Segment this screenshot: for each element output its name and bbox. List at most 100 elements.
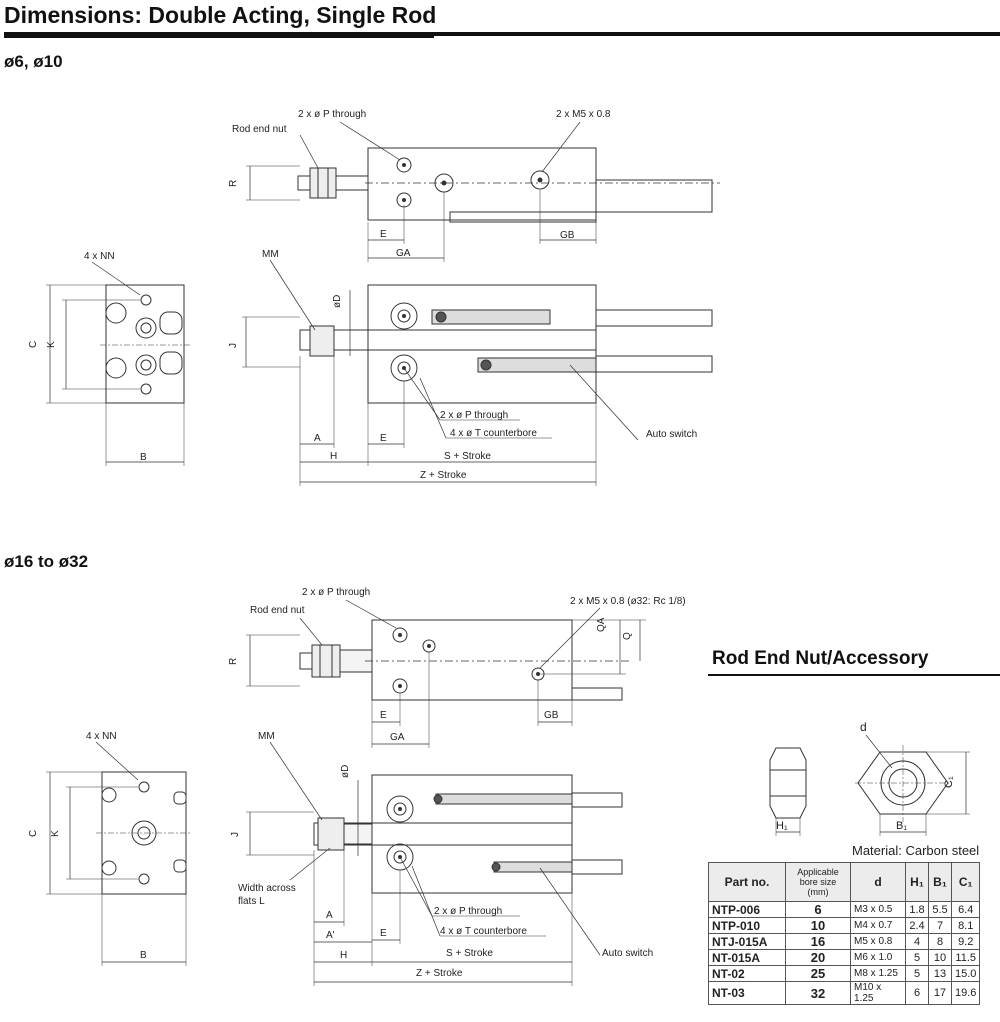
d1-top-p-through-label: 2 x ø P through	[298, 109, 366, 120]
cell-c1: 9.2	[950, 933, 981, 950]
d2-front-t-counterbore-label: 4 x ø T counterbore	[440, 926, 527, 937]
d2-top-qa-label: QA	[596, 617, 607, 632]
d1-front-p-through-label: 2 x ø P through	[440, 410, 508, 421]
d1-front-z-stroke-label: Z + Stroke	[420, 470, 467, 481]
table-row: NTP-010 10 M4 x 0.7 2.4 7 8.1	[708, 917, 981, 934]
d2-front-j-label: J	[230, 832, 241, 837]
cell-h1: 4	[905, 933, 929, 950]
cell-c1: 6.4	[950, 901, 981, 918]
nut-h1-label: H₁	[776, 820, 788, 832]
col-bore: Applicable bore size (mm)	[785, 862, 851, 902]
cell-d: M4 x 0.7	[850, 917, 906, 934]
d2-side-b-label: B	[140, 950, 147, 961]
d1-top-e-label: E	[380, 229, 387, 240]
d1-side-nn-label: 4 x NN	[84, 251, 115, 262]
d2-front-mm-label: MM	[258, 731, 275, 742]
d2-front-h-label: H	[340, 950, 347, 961]
d2-top-ga-label: GA	[390, 732, 405, 743]
table-row: NT-015A 20 M6 x 1.0 5 10 11.5	[708, 949, 981, 966]
cell-b1: 17	[928, 981, 952, 1005]
col-part-no: Part no.	[708, 862, 786, 902]
cell-c1: 11.5	[950, 949, 981, 966]
d1-front-j-label: J	[228, 343, 239, 348]
cell-bore: 25	[785, 965, 851, 982]
cell-part: NTP-010	[708, 917, 786, 934]
table-row: NTP-006 6 M3 x 0.5 1.8 5.5 6.4	[708, 901, 981, 918]
col-b1: B₁	[928, 862, 952, 902]
d2-top-r-label: R	[228, 658, 239, 665]
table-header-row: Part no. Applicable bore size (mm) d H₁ …	[708, 862, 981, 902]
d2-front-width-across-label: Width across	[238, 883, 296, 894]
d2-front-d-label: øD	[340, 765, 351, 778]
cell-b1: 7	[928, 917, 952, 934]
d2-front-e-label: E	[380, 928, 387, 939]
cell-d: M3 x 0.5	[850, 901, 906, 918]
d2-top-p-through-label: 2 x ø P through	[302, 587, 370, 598]
d1-side-k-label: K	[46, 341, 57, 348]
col-c1: C₁	[950, 862, 981, 902]
cell-d: M10 x 1.25	[850, 981, 906, 1005]
cell-d: M8 x 1.25	[850, 965, 906, 982]
drawing2-front-view	[246, 741, 623, 986]
d2-top-gb-label: GB	[544, 710, 559, 721]
cell-b1: 5.5	[928, 901, 952, 918]
cell-bore: 6	[785, 901, 851, 918]
section-title-16-32: ø16 to ø32	[4, 552, 89, 571]
d2-top-q-label: Q	[622, 632, 633, 640]
d2-side-nn-label: 4 x NN	[86, 731, 117, 742]
cell-b1: 13	[928, 965, 952, 982]
accessory-title-underline	[708, 674, 1000, 676]
d1-front-t-counterbore-label: 4 x ø T counterbore	[450, 428, 537, 439]
d1-front-a-label: A	[314, 433, 321, 444]
cell-h1: 5	[905, 965, 929, 982]
cell-part: NTJ-015A	[708, 933, 786, 950]
d1-top-r-label: R	[228, 180, 239, 187]
d2-side-k-label: K	[50, 830, 61, 837]
cell-c1: 19.6	[950, 981, 981, 1005]
material-note: Material: Carbon steel	[852, 843, 980, 858]
nut-d-label: d	[860, 720, 867, 734]
d2-top-m5-label: 2 x M5 x 0.8 (ø32: Rc 1/8)	[570, 596, 686, 607]
d2-front-flats-label: flats L	[238, 896, 265, 907]
d1-top-rod-end-nut-label: Rod end nut	[232, 124, 287, 135]
d1-front-mm-label: MM	[262, 249, 279, 260]
d1-side-c-label: C	[28, 341, 39, 348]
cell-part: NTP-006	[708, 901, 786, 918]
table-row: NT-03 32 M10 x 1.25 6 17 19.6	[708, 981, 981, 1005]
d2-front-a-prime-label: A'	[326, 930, 335, 941]
d2-top-e-label: E	[380, 710, 387, 721]
d1-front-d-label: øD	[332, 295, 343, 308]
nut-c1-label: C₁	[943, 776, 955, 788]
cell-bore: 20	[785, 949, 851, 966]
cell-b1: 8	[928, 933, 952, 950]
d1-front-auto-switch-label: Auto switch	[646, 429, 697, 440]
cell-h1: 2.4	[905, 917, 929, 934]
nut-drawings	[769, 734, 970, 836]
d2-top-rod-end-nut-label: Rod end nut	[250, 605, 305, 616]
cell-d: M6 x 1.0	[850, 949, 906, 966]
page-title: Dimensions: Double Acting, Single Rod	[4, 2, 437, 28]
drawing1-top-view	[246, 121, 720, 262]
nut-b1-label: B₁	[896, 820, 907, 832]
title-underline	[4, 32, 1000, 36]
rod-end-nut-table: Part no. Applicable bore size (mm) d H₁ …	[708, 862, 981, 1005]
col-d: d	[850, 862, 906, 902]
d1-top-ga-label: GA	[396, 248, 411, 259]
drawing1-side-view	[46, 261, 190, 466]
table-row: NT-02 25 M8 x 1.25 5 13 15.0	[708, 965, 981, 982]
cell-part: NT-02	[708, 965, 786, 982]
col-h1: H₁	[905, 862, 929, 902]
cell-c1: 8.1	[950, 917, 981, 934]
d2-front-a-label: A	[326, 910, 333, 921]
cell-h1: 6	[905, 981, 929, 1005]
accessory-title: Rod End Nut/Accessory	[712, 648, 929, 669]
cell-part: NT-03	[708, 981, 786, 1005]
d1-front-h-label: H	[330, 451, 337, 462]
d2-front-auto-switch-label: Auto switch	[602, 948, 653, 959]
cell-part: NT-015A	[708, 949, 786, 966]
d1-side-b-label: B	[140, 452, 147, 463]
cell-h1: 5	[905, 949, 929, 966]
cell-bore: 10	[785, 917, 851, 934]
drawing2-side-view	[46, 741, 192, 966]
